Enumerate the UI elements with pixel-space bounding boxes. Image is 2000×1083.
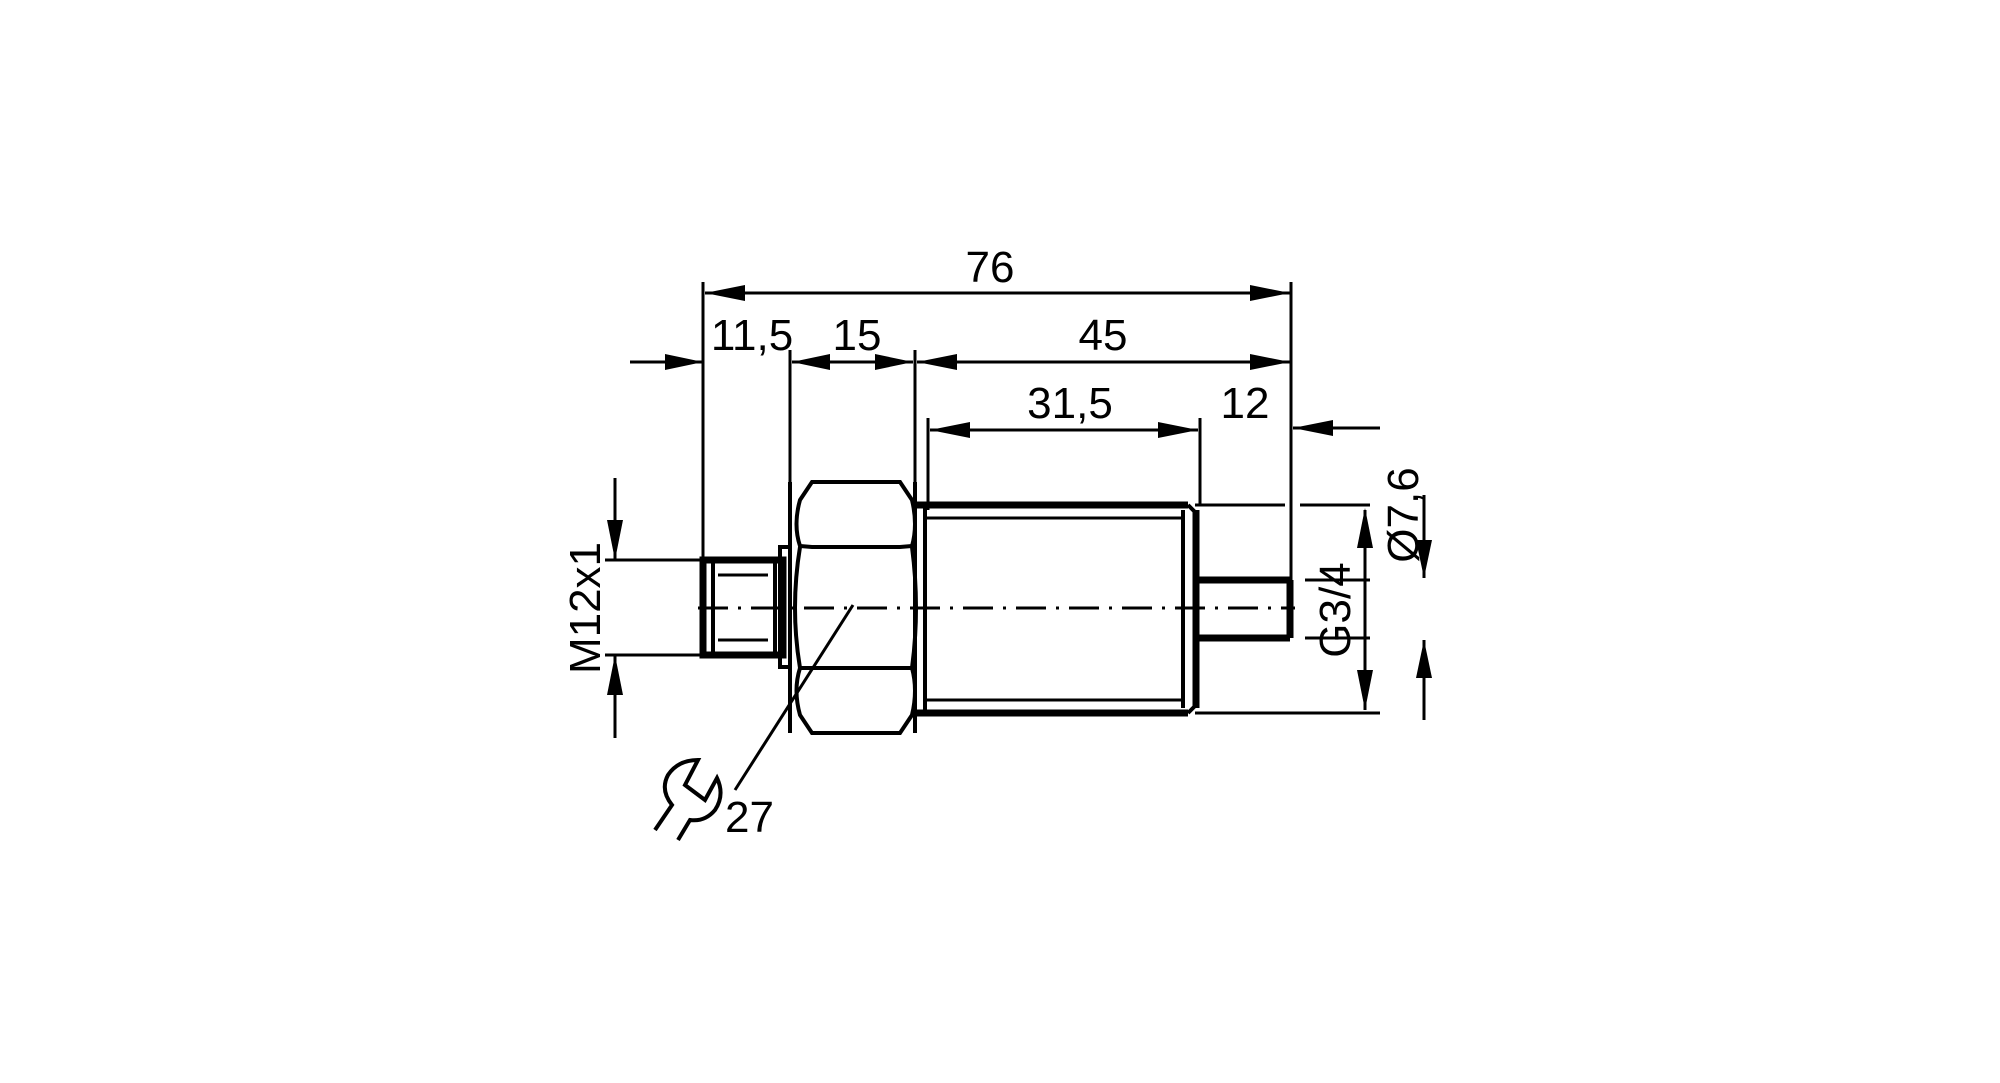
wrench-size-label: 27: [725, 793, 774, 842]
dimension-connector-thread: M12x1: [561, 478, 623, 738]
dimension-hex-width: 15: [792, 311, 913, 370]
dimension-overall-length: 76: [705, 243, 1290, 301]
dimension-process-thread: G3/4: [1311, 508, 1373, 710]
dim-31-5-label: 31,5: [1027, 379, 1113, 428]
dimension-body-length: 45: [917, 311, 1290, 370]
dim-12-label: 12: [1221, 379, 1270, 428]
dimension-connector-length: 11,5: [630, 311, 793, 370]
dim-45-label: 45: [1079, 311, 1128, 360]
part-outline: [699, 480, 1294, 735]
dim-m12x1-label: M12x1: [561, 542, 610, 674]
dim-dia-7-6-label: Ø7,6: [1379, 467, 1428, 562]
dimension-tip-diameter: Ø7,6: [1379, 467, 1432, 720]
dim-11-5-label: 11,5: [711, 311, 793, 360]
extension-lines: [605, 282, 1380, 715]
wrench-icon: [653, 757, 723, 842]
wrench-size-callout: 27: [653, 604, 855, 842]
dim-76-label: 76: [966, 243, 1015, 292]
dimension-thread-length: 31,5: [930, 379, 1198, 438]
dim-15-label: 15: [833, 311, 882, 360]
dimension-tip-length: 12: [1221, 379, 1380, 436]
dim-g3-4-label: G3/4: [1311, 562, 1360, 657]
